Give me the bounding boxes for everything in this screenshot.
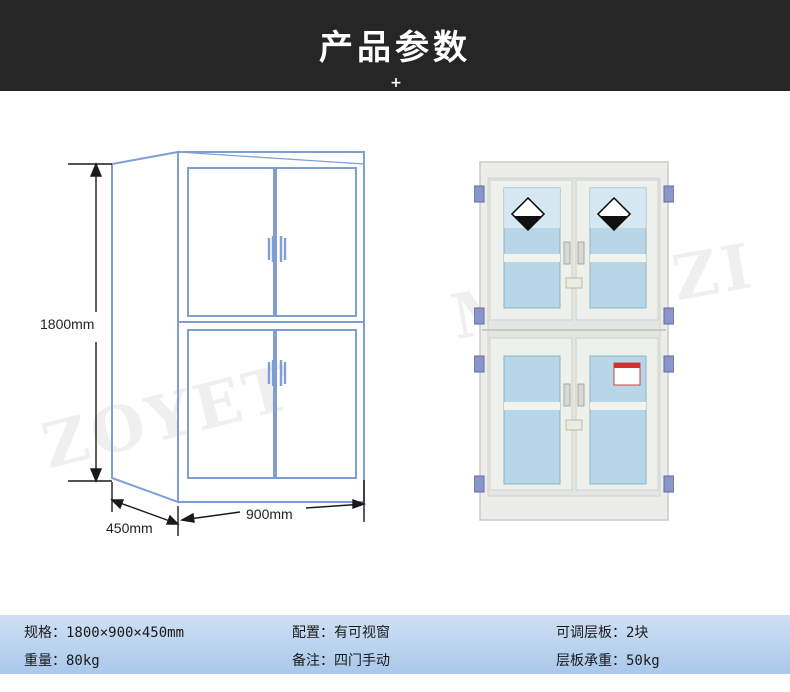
cabinet-photo [474, 161, 674, 521]
spec-note-value: 四门手动 [334, 653, 390, 669]
plus-icon: + [390, 75, 402, 91]
spec-weight-label: 重量： [24, 653, 66, 669]
spec-shelves-label: 可调层板： [556, 625, 626, 641]
spec-size-label: 规格： [24, 625, 66, 641]
page-title: 产品参数 [319, 28, 471, 68]
spec-config-value: 有可视窗 [334, 625, 390, 641]
width-label: 900mm [246, 506, 293, 522]
cabinet-drawing [68, 150, 367, 536]
spec-shelves: 可调层板：2块 [556, 622, 648, 642]
depth-label: 450mm [106, 520, 153, 536]
spec-size: 规格：1800×900×450mm [24, 622, 184, 642]
spec-bar: 规格：1800×900×450mm 配置：有可视窗 可调层板：2块 重量：80k… [0, 615, 790, 674]
spec-note-label: 备注： [292, 653, 334, 669]
spec-load-value: 50kg [626, 653, 660, 669]
spec-config: 配置：有可视窗 [292, 622, 390, 642]
spec-size-value: 1800×900×450mm [66, 625, 185, 641]
header-bar: 产品参数 + [0, 0, 790, 91]
spec-load-label: 层板承重： [556, 653, 626, 669]
spec-weight: 重量：80kg [24, 650, 100, 670]
spec-load: 层板承重：50kg [556, 650, 660, 670]
spec-note: 备注：四门手动 [292, 650, 390, 670]
height-label: 1800mm [40, 316, 95, 332]
spec-weight-value: 80kg [66, 653, 100, 669]
spec-shelves-value: 2块 [626, 625, 649, 641]
spec-config-label: 配置： [292, 625, 334, 641]
